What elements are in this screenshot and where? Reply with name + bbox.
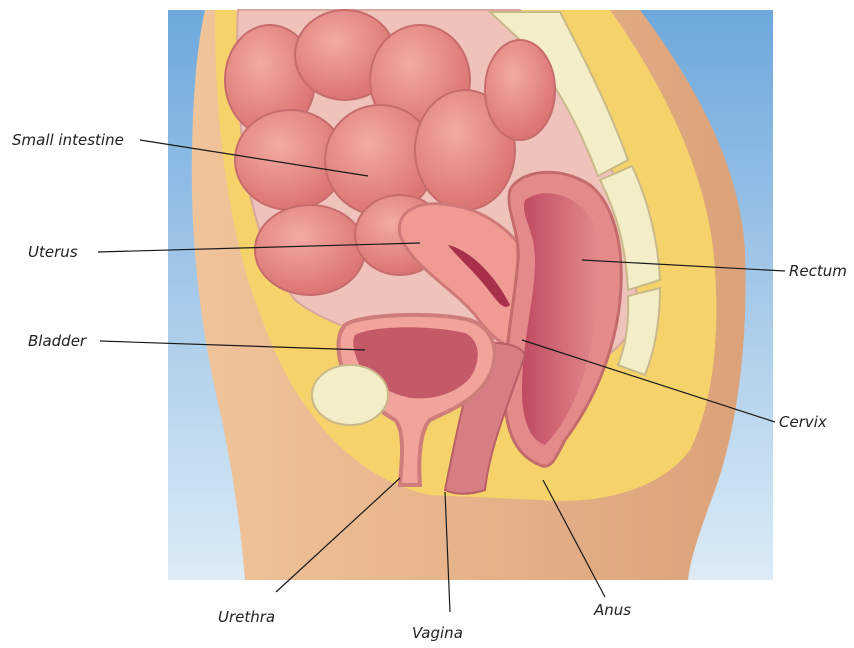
label-anus: Anus (594, 601, 631, 619)
label-uterus: Uterus (28, 243, 78, 261)
label-cervix: Cervix (779, 413, 827, 431)
label-small-intestine: Small intestine (12, 131, 124, 149)
label-bladder: Bladder (28, 332, 86, 350)
label-rectum: Rectum (789, 262, 847, 280)
pubic-bone (312, 365, 388, 425)
label-vagina: Vagina (412, 624, 463, 642)
label-urethra: Urethra (218, 608, 275, 626)
